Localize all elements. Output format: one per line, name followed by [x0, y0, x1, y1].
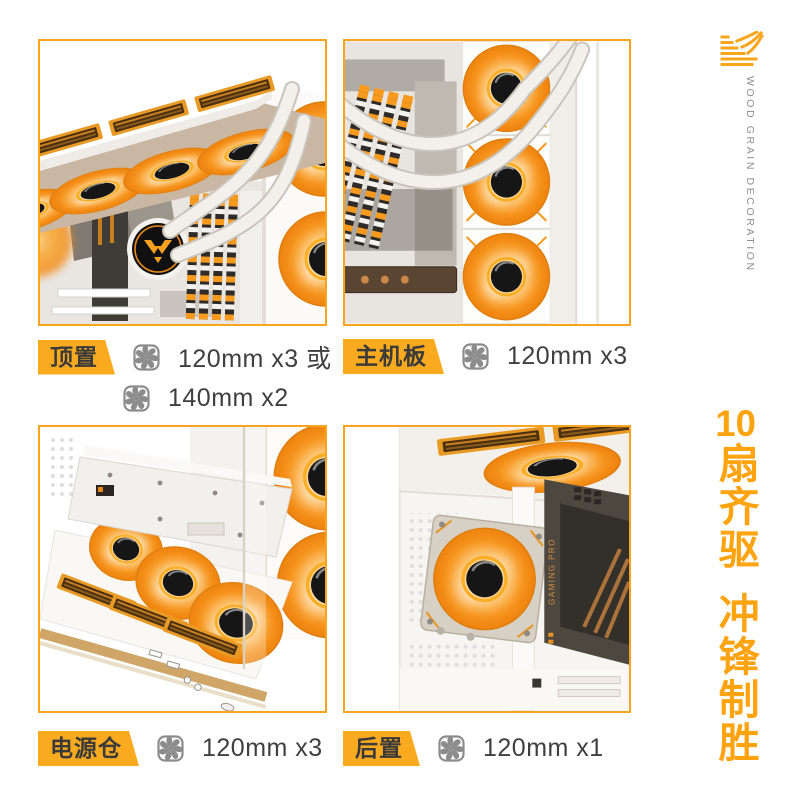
fan-icon [123, 385, 150, 412]
badge-motherboard: 主机板 [343, 339, 444, 374]
fan-icon [462, 343, 489, 370]
spec-text: 120mm x3 [507, 342, 628, 370]
spec-text: 120mm x1 [483, 734, 604, 762]
motherboard-illustration [345, 41, 629, 324]
spec-text: 120mm x3 或 [178, 345, 332, 373]
slogan-part2: 冲锋制胜 [712, 592, 759, 764]
photo-top-mount-fans [38, 39, 327, 326]
psu-bay-illustration [40, 427, 325, 711]
fan-icon [438, 735, 465, 762]
rear-illustration: GAMING PRO [345, 427, 629, 711]
badge-top-mount: 顶置 [38, 340, 115, 375]
spec-psu-bay: 电源仓 120mm x3 [38, 731, 323, 766]
spec-text: 120mm x3 [202, 734, 323, 762]
spec-top-mount: 顶置 120mm x3 或 140mm x2 [38, 339, 332, 413]
top-mount-illustration [40, 41, 325, 324]
photo-rear-fan: GAMING PRO [343, 425, 631, 713]
spec-motherboard: 主机板 120mm x3 [343, 339, 628, 374]
slogan-number: 10 [715, 405, 756, 442]
brand-tagline: WOOD GRAIN DECORATION [744, 76, 756, 273]
wood-grain-logo-icon [720, 31, 764, 66]
spec-text: 140mm x2 [168, 384, 289, 412]
slogan-part1: 扇齐驱 [712, 442, 759, 571]
spec-rear: 后置 120mm x1 [343, 731, 604, 766]
photo-motherboard-fans [343, 39, 631, 326]
slogan-vertical: 10扇齐驱冲锋制胜 [712, 405, 759, 764]
badge-rear: 后置 [343, 731, 420, 766]
gpu-label: GAMING PRO [547, 538, 556, 605]
badge-psu-bay: 电源仓 [38, 731, 139, 766]
fan-icon [133, 343, 160, 371]
photo-psu-bay-fans [38, 425, 327, 713]
fan-icon [157, 735, 184, 762]
